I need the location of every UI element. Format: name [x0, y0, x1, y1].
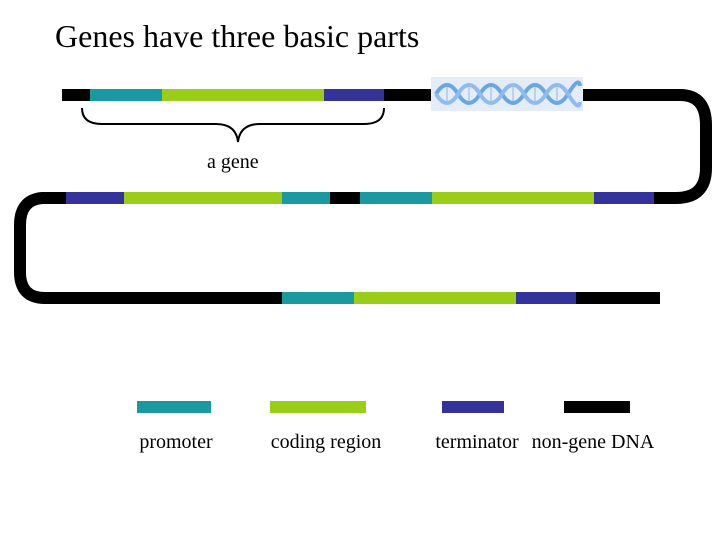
gene-label: a gene [207, 151, 259, 173]
legend-swatch-promoter [137, 401, 211, 413]
segment-promoter [90, 89, 162, 101]
segment-terminator [516, 292, 576, 304]
legend-swatch-non-gene [564, 401, 630, 413]
segment-coding-region [124, 192, 282, 204]
legend-swatch-coding-region [270, 401, 366, 413]
segment-coding-region [432, 192, 594, 204]
segment-coding-region [354, 292, 516, 304]
segment-coding-region [162, 89, 324, 101]
page-title: Genes have three basic parts [55, 18, 420, 54]
legend-label-promoter: promoter [139, 431, 213, 453]
segment-promoter [282, 292, 354, 304]
legend-label-terminator: terminator [435, 431, 519, 453]
segment-terminator [324, 89, 384, 101]
legend-swatch-terminator [442, 401, 504, 413]
segment-terminator [594, 192, 654, 204]
dna-helix-icon [431, 77, 583, 111]
segment-terminator [66, 192, 124, 204]
segment-promoter [360, 192, 432, 204]
legend-label-non-gene: non-gene DNA [531, 431, 655, 453]
legend-label-coding-region: coding region [270, 431, 382, 453]
gene-brace [81, 107, 385, 143]
segment-promoter [282, 192, 330, 204]
dna-backbone [14, 89, 712, 304]
